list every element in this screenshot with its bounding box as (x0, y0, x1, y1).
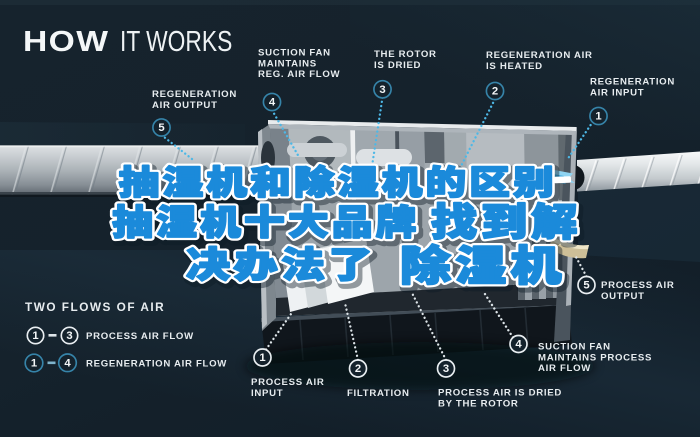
svg-text:SUCTION FAN: SUCTION FAN (258, 48, 331, 59)
svg-text:REG. AIR FLOW: REG. AIR FLOW (258, 69, 341, 80)
svg-text:PROCESS AIR FLOW: PROCESS AIR FLOW (86, 331, 194, 342)
svg-text:MAINTAINS PROCESS: MAINTAINS PROCESS (538, 352, 652, 363)
svg-text:PROCESS AIR IS DRIED: PROCESS AIR IS DRIED (438, 388, 562, 399)
svg-text:AIR OUTPUT: AIR OUTPUT (152, 100, 218, 111)
svg-text:3: 3 (66, 330, 72, 342)
svg-text:1: 1 (31, 358, 37, 370)
svg-text:IS DRIED: IS DRIED (374, 60, 421, 71)
svg-text:HOW: HOW (23, 25, 109, 57)
svg-text:2: 2 (355, 363, 361, 375)
svg-text:REGENERATION: REGENERATION (590, 77, 675, 88)
svg-text:REGENERATION: REGENERATION (152, 89, 237, 100)
svg-text:MAINTAINS: MAINTAINS (258, 58, 317, 69)
svg-text:PROCESS AIR: PROCESS AIR (601, 280, 674, 291)
svg-text:OUTPUT: OUTPUT (601, 291, 645, 302)
svg-text:4: 4 (269, 97, 276, 109)
svg-text:1: 1 (32, 330, 38, 342)
svg-text:5: 5 (158, 122, 164, 134)
svg-text:3: 3 (379, 84, 385, 96)
svg-text:2: 2 (492, 86, 498, 98)
svg-text:THE ROTOR: THE ROTOR (374, 49, 437, 60)
svg-text:5: 5 (583, 280, 589, 292)
svg-text:REGENERATION AIR: REGENERATION AIR (486, 50, 593, 61)
svg-text:4: 4 (64, 357, 71, 369)
svg-text:BY THE ROTOR: BY THE ROTOR (438, 398, 519, 409)
svg-text:REGENERATION AIR FLOW: REGENERATION AIR FLOW (86, 359, 227, 370)
svg-text:INPUT: INPUT (251, 388, 283, 399)
svg-text:IS HEATED: IS HEATED (486, 61, 543, 72)
svg-text:TWO FLOWS OF AIR: TWO FLOWS OF AIR (25, 300, 165, 314)
svg-text:PROCESS AIR: PROCESS AIR (251, 377, 324, 388)
svg-text:IT WORKS: IT WORKS (120, 27, 232, 58)
svg-text:1: 1 (259, 352, 265, 364)
svg-text:AIR INPUT: AIR INPUT (590, 87, 644, 98)
svg-text:1: 1 (595, 111, 601, 123)
svg-text:FILTRATION: FILTRATION (347, 388, 410, 399)
svg-text:AIR FLOW: AIR FLOW (538, 363, 591, 374)
svg-text:4: 4 (515, 339, 522, 351)
svg-text:3: 3 (443, 363, 449, 375)
svg-text:SUCTION FAN: SUCTION FAN (538, 342, 611, 353)
